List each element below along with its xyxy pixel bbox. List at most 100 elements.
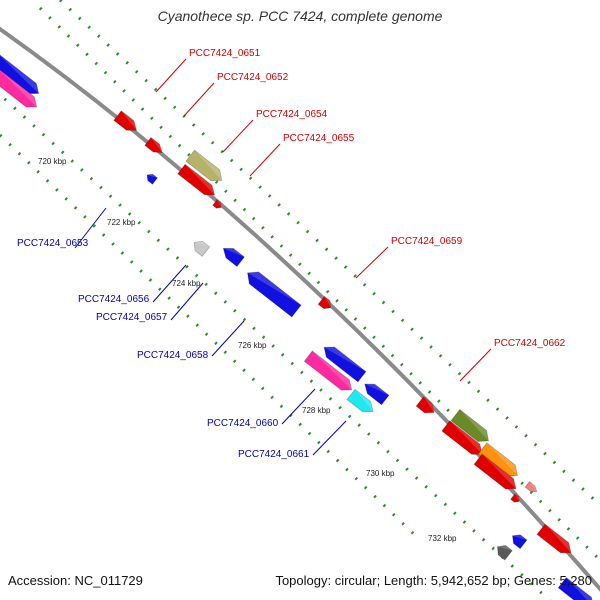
gene-arrow-red-small-shape: [510, 493, 520, 503]
leader-line: [74, 207, 107, 249]
gene-arrow-red-small: [510, 493, 520, 503]
label-leader-lines: [74, 58, 492, 456]
gene-arrow-gray-highlight: [497, 545, 513, 551]
track-line: [38, 6, 600, 562]
leader-line: [152, 264, 187, 303]
gene-labels: PCC7424_0651 PCC7424_0652 PCC7424_0654 P…: [17, 48, 566, 460]
gene-arrow-olive-shape: [450, 408, 490, 442]
gene-arrow-olive: [450, 408, 490, 442]
leader-line: [222, 119, 254, 153]
kbp-label-726: 726 kbp: [238, 341, 267, 350]
gene-label-pcc7424-0653[interactable]: PCC7424_0653: [17, 238, 89, 249]
kbp-label-728: 728 kbp: [302, 406, 331, 415]
gene-arrow-orange-shape: [477, 442, 518, 477]
gene-arrow-0660: [303, 350, 353, 391]
gene-label-pcc7424-0660[interactable]: PCC7424_0660: [207, 418, 279, 429]
gene-arrow-0661: [346, 388, 374, 413]
gene-arrow-pink: [0, 67, 38, 108]
gene-arrow-0658-highlight: [247, 271, 302, 306]
gene-arrow-0653-highlight: [147, 174, 158, 178]
gene-label-pcc7424-0659[interactable]: PCC7424_0659: [391, 236, 463, 247]
kbp-label-730: 730 kbp: [366, 469, 395, 478]
gene-arrow-blue-corner-shape: [557, 577, 595, 600]
gene-arrow-blue-low-highlight: [512, 534, 527, 540]
gene-arrow-0656: [193, 240, 211, 257]
leader-line: [355, 246, 389, 279]
gene-arrow-red-d: [536, 523, 572, 554]
gene-arrow-0652: [144, 136, 163, 153]
gene-arrow-gray: [497, 544, 513, 561]
gene-arrow-small-shape: [212, 199, 222, 209]
gene-arrow-0657: [222, 247, 245, 268]
gene-arrow-0659: [317, 295, 332, 310]
leader-line: [281, 388, 316, 425]
gene-arrow-0654-shape: [185, 149, 223, 182]
gene-arrow-0660b: [364, 383, 390, 406]
gene-arrow-0653-shape: [146, 173, 158, 185]
leader-line: [312, 420, 347, 456]
kbp-tick-labels: 720 kbp 722 kbp 724 kbp 726 kbp 728 kbp …: [38, 157, 457, 543]
leader-line: [459, 348, 492, 382]
kbp-label-732: 732 kbp: [428, 534, 457, 543]
gene-label-pcc7424-0654[interactable]: PCC7424_0654: [256, 109, 328, 120]
gene-label-pcc7424-0662[interactable]: PCC7424_0662: [494, 338, 566, 349]
gene-arrow-0660a-shape: [323, 346, 367, 383]
gene-label-pcc7424-0657[interactable]: PCC7424_0657: [96, 312, 168, 323]
leader-line: [249, 143, 281, 177]
kbp-label-724: 724 kbp: [172, 279, 201, 288]
gene-label-pcc7424-0652[interactable]: PCC7424_0652: [217, 72, 289, 83]
gene-arrow-0652-shape: [144, 136, 163, 153]
gene-arrow-0654: [185, 149, 223, 182]
gene-arrow-red-a-shape: [415, 396, 435, 414]
gene-arrow-0656-highlight: [194, 241, 210, 247]
gene-arrow-0658: [247, 271, 302, 318]
gene-arrow-0656-shape: [193, 240, 211, 257]
genome-backbone: [0, 26, 600, 592]
gene-label-pcc7424-0651[interactable]: PCC7424_0651: [189, 48, 261, 59]
track-line: [0, 92, 552, 600]
gene-arrow-0660a-highlight: [324, 347, 366, 372]
kbp-label-722: 722 kbp: [107, 218, 136, 227]
gene-arrow-red-c: [473, 453, 517, 490]
leader-line: [211, 320, 245, 357]
genome-summary-text: Topology: circular; Length: 5,942,652 bp…: [275, 573, 592, 588]
gene-arrow-red-a: [415, 396, 435, 414]
gene-arrow-blue-low: [512, 534, 528, 550]
accession-text: Accession: NC_011729: [8, 573, 143, 588]
gene-arrow-pink-shape: [0, 67, 38, 108]
map-title: Cyanothece sp. PCC 7424, complete genome: [157, 8, 443, 24]
gene-arrow-red-b-shape: [441, 420, 483, 455]
gene-label-pcc7424-0655[interactable]: PCC7424_0655: [283, 133, 355, 144]
gene-arrow-blue-shape: [0, 50, 40, 95]
gene-arrow-0655-shape: [177, 163, 216, 196]
gene-arrow-pink-small-shape: [524, 480, 538, 493]
gene-arrow-gray-shape: [497, 544, 513, 561]
gene-arrow-0653: [146, 173, 158, 185]
gene-arrow-small: [212, 199, 222, 209]
leader-line: [170, 282, 204, 321]
gene-label-pcc7424-0661[interactable]: PCC7424_0661: [238, 449, 310, 460]
gene-arrow-0651-shape: [113, 110, 137, 131]
gene-arrow-orange: [477, 442, 518, 477]
gene-arrow-red-d-shape: [536, 523, 572, 554]
gene-arrow-0657-shape: [222, 247, 245, 268]
gene-arrow-0651: [113, 110, 137, 131]
leader-line: [183, 82, 215, 117]
gene-features: [0, 50, 595, 600]
gene-arrow-blue-low-shape: [512, 534, 528, 550]
gene-arrow-0660b-shape: [364, 383, 390, 406]
gene-arrow-0660-shape: [303, 350, 353, 391]
gene-arrow-0658-shape: [247, 271, 302, 318]
gene-arrow-0659-shape: [317, 295, 332, 310]
kbp-label-720: 720 kbp: [38, 157, 67, 166]
leader-line: [155, 58, 187, 93]
gene-arrow-blue: [0, 50, 40, 95]
gene-label-pcc7424-0656[interactable]: PCC7424_0656: [78, 294, 150, 305]
gene-arrow-red-b: [441, 420, 483, 455]
track-line: [58, 0, 600, 507]
gene-arrow-red-c-shape: [473, 453, 517, 490]
gene-label-pcc7424-0658[interactable]: PCC7424_0658: [137, 350, 209, 361]
